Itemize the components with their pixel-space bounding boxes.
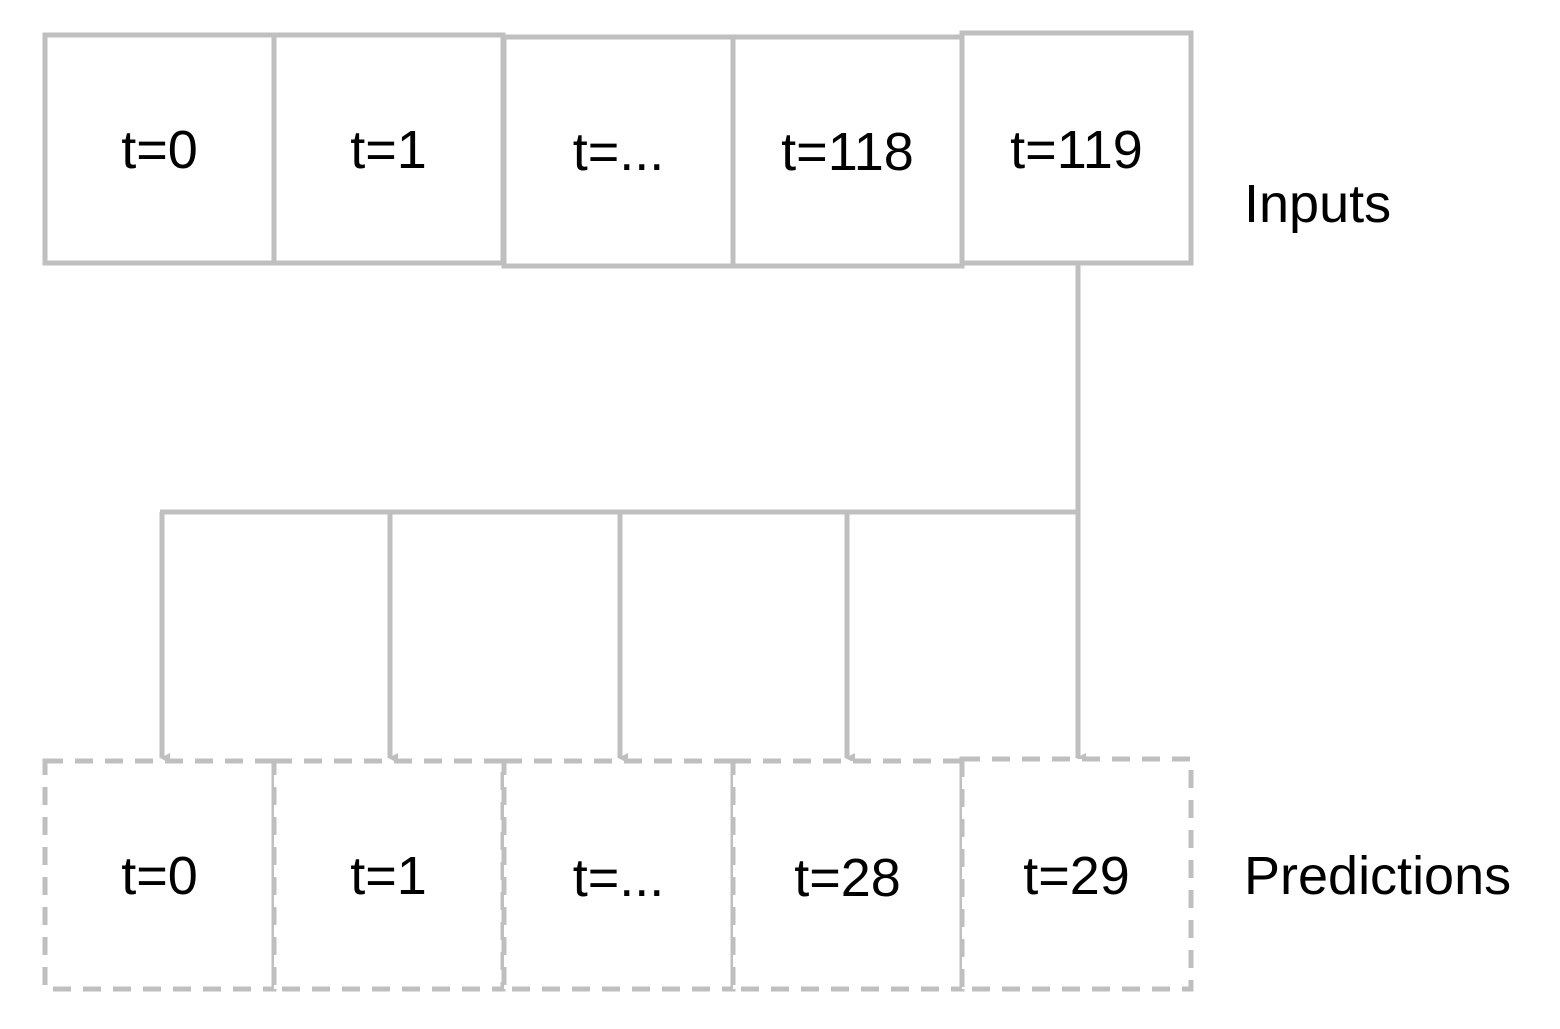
input-cell-4: t=119: [959, 30, 1194, 266]
predictions-row: t=0 t=1 t=... t=28 t=29: [42, 756, 1194, 992]
inputs-label: Inputs: [1244, 174, 1391, 234]
prediction-cell-4-label: t=29: [1023, 846, 1130, 906]
input-cell-0: t=0: [42, 32, 277, 266]
input-cell-2: t=...: [501, 34, 736, 269]
input-cell-2-label: t=...: [573, 122, 665, 182]
prediction-cell-2: t=...: [501, 758, 736, 992]
prediction-cell-4: t=29: [959, 756, 1194, 992]
prediction-cell-2-label: t=...: [573, 848, 665, 908]
predictions-label: Predictions: [1244, 846, 1511, 906]
prediction-cell-1-label: t=1: [350, 846, 427, 906]
prediction-cell-3-label: t=28: [794, 848, 901, 908]
prediction-cell-0: t=0: [42, 758, 277, 992]
input-cell-1-label: t=1: [350, 120, 427, 180]
input-cell-4-label: t=119: [1010, 120, 1143, 180]
inputs-row: t=0 t=1 t=... t=118 t=119: [42, 30, 1194, 269]
input-cell-0-label: t=0: [121, 120, 198, 180]
input-cell-3-label: t=118: [781, 122, 914, 182]
prediction-cell-1: t=1: [271, 758, 506, 992]
connectors: [159, 263, 1086, 763]
prediction-cell-0-label: t=0: [121, 846, 198, 906]
prediction-cell-3: t=28: [730, 758, 965, 992]
input-cell-1: t=1: [271, 32, 506, 266]
input-cell-3: t=118: [730, 34, 965, 269]
